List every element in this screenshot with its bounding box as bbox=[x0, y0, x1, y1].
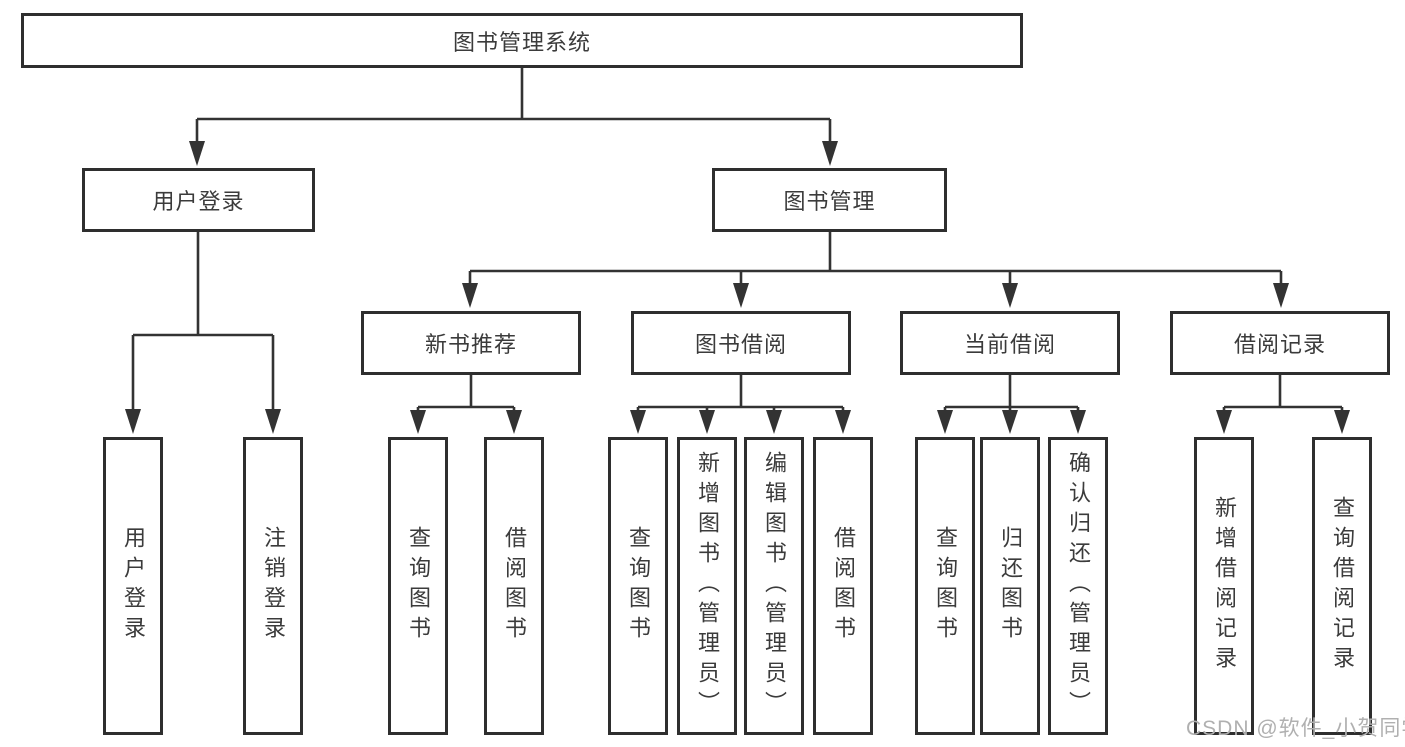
node-label: 查询图书 bbox=[406, 526, 431, 646]
node-label: 用户登录 bbox=[152, 189, 245, 214]
leaf-add-borrow-record: 新增借阅记录 bbox=[1194, 437, 1254, 735]
node-label: 查询借阅记录 bbox=[1330, 496, 1355, 676]
node-label: 图书管理 bbox=[783, 189, 876, 214]
node-book-management: 图书管理 bbox=[712, 168, 947, 232]
node-label: 查询图书 bbox=[626, 526, 651, 646]
node-label: 注销登录 bbox=[261, 526, 286, 646]
node-new-book-recommend: 新书推荐 bbox=[361, 311, 581, 375]
node-label: 当前借阅 bbox=[963, 332, 1056, 357]
leaf-confirm-return-admin: 确认归还（管理员） bbox=[1048, 437, 1108, 735]
node-user-login: 用户登录 bbox=[82, 168, 315, 232]
leaf-return-book: 归还图书 bbox=[980, 437, 1040, 735]
node-label: 借阅图书 bbox=[831, 526, 856, 646]
node-book-borrowing: 图书借阅 bbox=[631, 311, 851, 375]
leaf-add-book-admin: 新增图书（管理员） bbox=[677, 437, 737, 735]
node-label: 借阅图书 bbox=[502, 526, 527, 646]
node-label: 图书管理系统 bbox=[452, 29, 591, 55]
node-library-management-system: 图书管理系统 bbox=[21, 13, 1023, 68]
leaf-user-login: 用户登录 bbox=[103, 437, 163, 735]
node-label: 用户登录 bbox=[121, 526, 146, 646]
node-label: 新书推荐 bbox=[424, 332, 517, 357]
node-label: 查询图书 bbox=[933, 526, 958, 646]
node-label: 借阅记录 bbox=[1233, 332, 1326, 357]
node-current-borrowing: 当前借阅 bbox=[900, 311, 1120, 375]
node-label: 编辑图书（管理员） bbox=[762, 451, 787, 721]
node-label: 新增借阅记录 bbox=[1212, 496, 1237, 676]
leaf-query-book-borrowing: 查询图书 bbox=[608, 437, 668, 735]
node-label: 图书借阅 bbox=[694, 332, 787, 357]
leaf-logout: 注销登录 bbox=[243, 437, 303, 735]
node-label: 新增图书（管理员） bbox=[695, 451, 720, 721]
leaf-query-borrow-record: 查询借阅记录 bbox=[1312, 437, 1372, 735]
node-label: 归还图书 bbox=[998, 526, 1023, 646]
leaf-edit-book-admin: 编辑图书（管理员） bbox=[744, 437, 804, 735]
leaf-query-book-recommend: 查询图书 bbox=[388, 437, 448, 735]
node-borrowing-records: 借阅记录 bbox=[1170, 311, 1390, 375]
node-label: 确认归还（管理员） bbox=[1066, 451, 1091, 721]
leaf-borrow-book: 借阅图书 bbox=[813, 437, 873, 735]
leaf-query-book-current: 查询图书 bbox=[915, 437, 975, 735]
watermark: CSDN @软件_小贺同学 bbox=[1186, 717, 1405, 740]
leaf-borrow-book-recommend: 借阅图书 bbox=[484, 437, 544, 735]
